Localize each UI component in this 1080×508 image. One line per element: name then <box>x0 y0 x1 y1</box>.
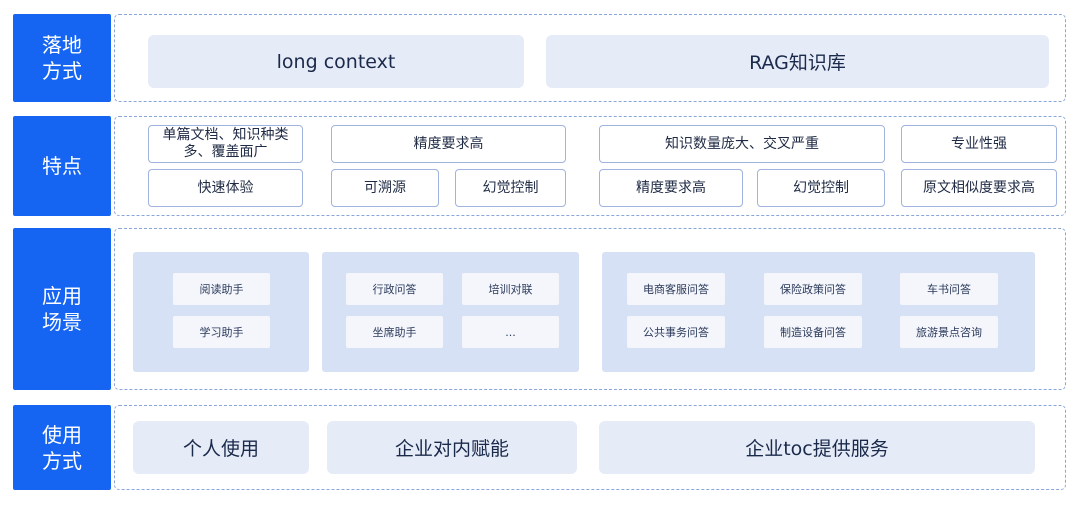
usage-personal: 个人使用 <box>133 421 309 474</box>
scenario-chip: 保险政策问答 <box>764 273 862 305</box>
feature-high-precision: 精度要求高 <box>331 125 566 163</box>
scenario-group-internal: 行政问答 培训对联 坐席助手 ... <box>322 252 579 372</box>
scenario-chip: 阅读助手 <box>173 273 270 305</box>
usage-panel: 个人使用 企业对内赋能 企业toc提供服务 <box>114 405 1066 490</box>
row-deploy: 落地 方式 long context RAG知识库 <box>10 14 1066 102</box>
row-label-usage: 使用 方式 <box>13 405 111 490</box>
feature-hallucination-control-rag: 幻觉控制 <box>757 169 885 207</box>
deploy-rag: RAG知识库 <box>546 35 1049 88</box>
feature-hallucination-control: 幻觉控制 <box>455 169 566 207</box>
row-label-scenarios: 应用 场景 <box>13 228 111 390</box>
feature-similarity: 原文相似度要求高 <box>901 169 1057 207</box>
feature-traceable: 可溯源 <box>331 169 439 207</box>
row-label-features: 特点 <box>13 116 111 216</box>
deploy-long-context: long context <box>148 35 524 88</box>
scenario-chip: 旅游景点咨询 <box>900 316 998 348</box>
feature-high-precision-rag: 精度要求高 <box>599 169 743 207</box>
row-label-deploy: 落地 方式 <box>13 14 111 102</box>
usage-enterprise-internal: 企业对内赋能 <box>327 421 577 474</box>
scenarios-panel: 阅读助手 学习助手 行政问答 培训对联 坐席助手 ... 电商客服问答 保险政策… <box>114 228 1066 390</box>
scenario-group-rag: 电商客服问答 保险政策问答 车书问答 公共事务问答 制造设备问答 旅游景点咨询 <box>602 252 1035 372</box>
feature-large-knowledge: 知识数量庞大、交叉严重 <box>599 125 885 163</box>
row-usage: 使用 方式 个人使用 企业对内赋能 企业toc提供服务 <box>10 405 1066 490</box>
scenario-group-long-context: 阅读助手 学习助手 <box>133 252 309 372</box>
row-scenarios: 应用 场景 阅读助手 学习助手 行政问答 培训对联 坐席助手 ... 电商客服问… <box>10 228 1066 390</box>
deploy-panel: long context RAG知识库 <box>114 14 1066 102</box>
features-panel: 单篇文档、知识种类 多、覆盖面广 精度要求高 知识数量庞大、交叉严重 专业性强 … <box>114 116 1066 216</box>
scenario-chip: 坐席助手 <box>346 316 443 348</box>
scenario-chip: ... <box>462 316 559 348</box>
scenario-chip: 学习助手 <box>173 316 270 348</box>
scenario-chip: 制造设备问答 <box>764 316 862 348</box>
scenario-chip: 培训对联 <box>462 273 559 305</box>
feature-fast-experience: 快速体验 <box>148 169 303 207</box>
scenario-chip: 车书问答 <box>900 273 998 305</box>
usage-enterprise-toc: 企业toc提供服务 <box>599 421 1035 474</box>
feature-professional: 专业性强 <box>901 125 1057 163</box>
scenario-chip: 行政问答 <box>346 273 443 305</box>
scenario-chip: 公共事务问答 <box>627 316 725 348</box>
row-features: 特点 单篇文档、知识种类 多、覆盖面广 精度要求高 知识数量庞大、交叉严重 专业… <box>10 116 1066 216</box>
feature-single-doc: 单篇文档、知识种类 多、覆盖面广 <box>148 125 303 163</box>
scenario-chip: 电商客服问答 <box>627 273 725 305</box>
